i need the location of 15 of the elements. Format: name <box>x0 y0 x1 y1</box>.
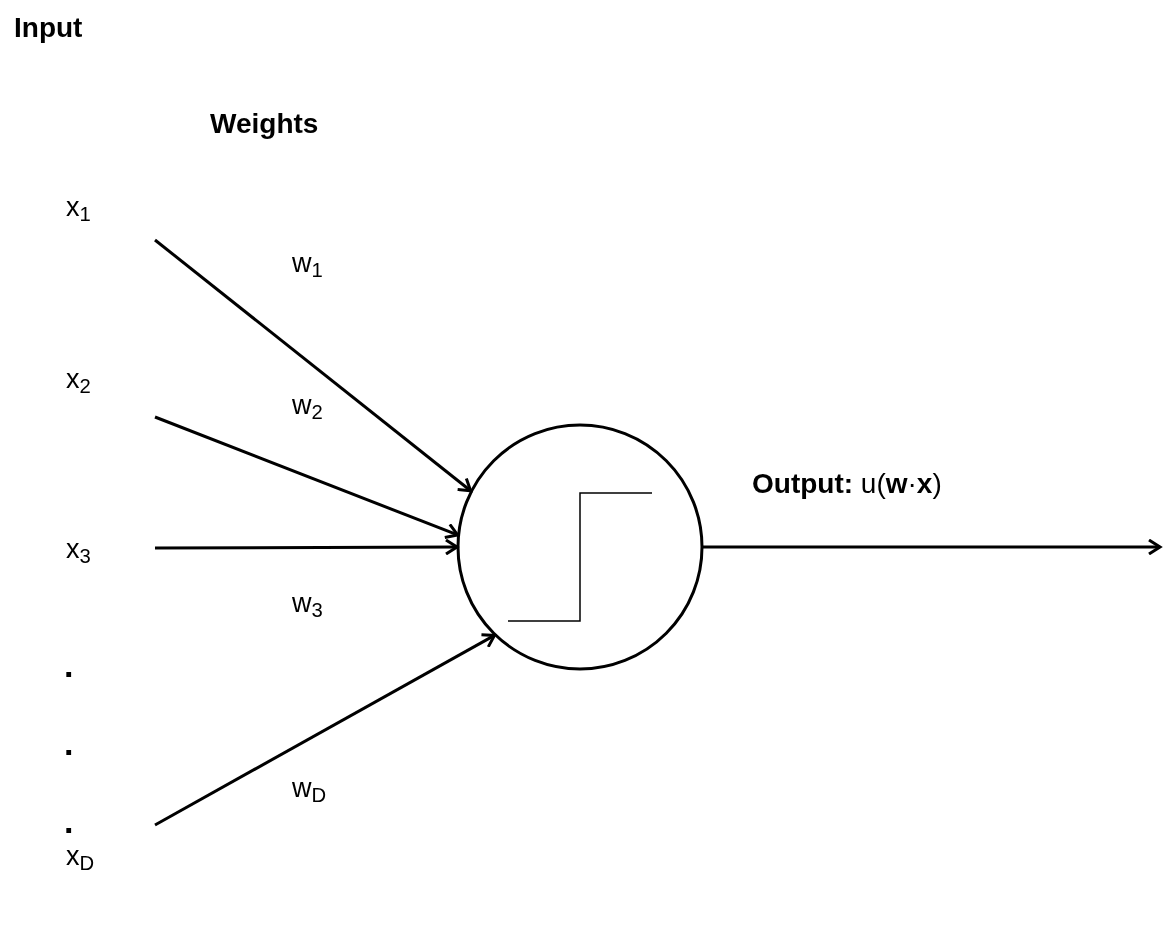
output-label: Output: u(w·x) <box>752 470 942 498</box>
arrow <box>154 415 460 539</box>
arrow <box>154 633 496 827</box>
arrow <box>154 238 473 493</box>
title: Input <box>14 14 83 42</box>
arrow <box>703 538 1162 556</box>
arrow <box>155 538 459 556</box>
input-label: x$_{1}$ <box>66 194 91 221</box>
ellipsis-dot: . <box>64 648 74 682</box>
input-label: x$_{2}$ <box>66 366 91 393</box>
ellipsis-dot: . <box>64 804 74 838</box>
ellipsis-dot: . <box>64 726 74 760</box>
input-label: x$_{D}$ <box>66 843 95 870</box>
input-label: x$_{3}$ <box>66 536 91 563</box>
weights-heading: Weights <box>210 110 319 138</box>
